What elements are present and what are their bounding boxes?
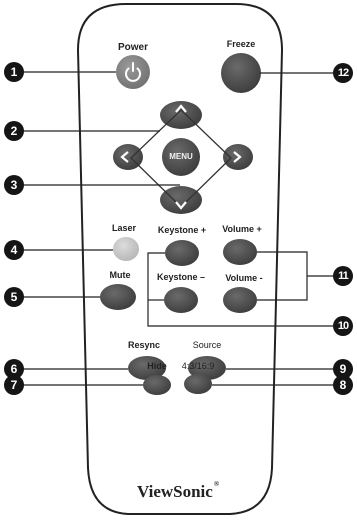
- callout-7: 7: [4, 375, 24, 395]
- callout-8: 8: [333, 375, 353, 395]
- power-icon: [125, 62, 141, 82]
- volume-plus-label: Volume +: [222, 224, 262, 234]
- callout-2: 2: [4, 121, 24, 141]
- arrow-left-icon: [120, 151, 129, 163]
- keystone-plus-label: Keystone +: [157, 225, 207, 235]
- registered-mark: ®: [213, 480, 220, 488]
- mute-label: Mute: [109, 270, 131, 280]
- source-button[interactable]: [188, 356, 226, 380]
- brand-logo: ViewSonic®: [136, 480, 220, 502]
- callout-6: 6: [4, 359, 24, 379]
- callout-10: 10: [333, 316, 353, 336]
- keystone-minus-label: Keystone –: [156, 272, 206, 282]
- nav-down-button[interactable]: [160, 186, 202, 214]
- volume-minus-button[interactable]: [223, 287, 257, 313]
- keystone-minus-button[interactable]: [164, 287, 198, 313]
- laser-label: Laser: [111, 223, 137, 233]
- hide-btn[interactable]: [143, 375, 171, 395]
- arrow-up-icon: [175, 104, 187, 113]
- freeze-button[interactable]: [221, 53, 261, 93]
- resync-label: Resync: [127, 340, 161, 350]
- callout-3: 3: [4, 175, 24, 195]
- callout-lines: [22, 71, 334, 386]
- source-label: Source: [192, 340, 222, 350]
- arrow-down-icon: [175, 201, 187, 210]
- callout-11: 11: [333, 266, 353, 286]
- menu-button[interactable]: [162, 138, 200, 176]
- menu-label: MENU: [169, 152, 193, 161]
- aspect-ratio-button[interactable]: [184, 374, 212, 394]
- nav-up-button[interactable]: [160, 101, 202, 129]
- power-label: Power: [117, 42, 149, 53]
- mute-button[interactable]: [100, 284, 136, 310]
- brand-name: ViewSonic: [136, 482, 213, 501]
- arrow-right-icon: [233, 151, 242, 163]
- resync-button[interactable]: [128, 356, 166, 380]
- laser-button[interactable]: [113, 237, 139, 261]
- callout-1: 1: [4, 62, 24, 82]
- callout-9: 9: [333, 359, 353, 379]
- aspect-ratio-label: 4:3/16:9: [181, 361, 215, 371]
- nav-left-button[interactable]: [113, 144, 143, 170]
- volume-minus-label: Volume -: [225, 273, 263, 283]
- keystone-plus-button[interactable]: [165, 240, 199, 266]
- nav-right-button[interactable]: [223, 144, 253, 170]
- hide-label: Hide: [147, 361, 167, 371]
- freeze-label: Freeze: [226, 39, 256, 49]
- volume-plus-button[interactable]: [223, 239, 257, 265]
- callout-12: 12: [333, 63, 353, 83]
- callout-5: 5: [4, 287, 24, 307]
- callout-4: 4: [4, 240, 24, 260]
